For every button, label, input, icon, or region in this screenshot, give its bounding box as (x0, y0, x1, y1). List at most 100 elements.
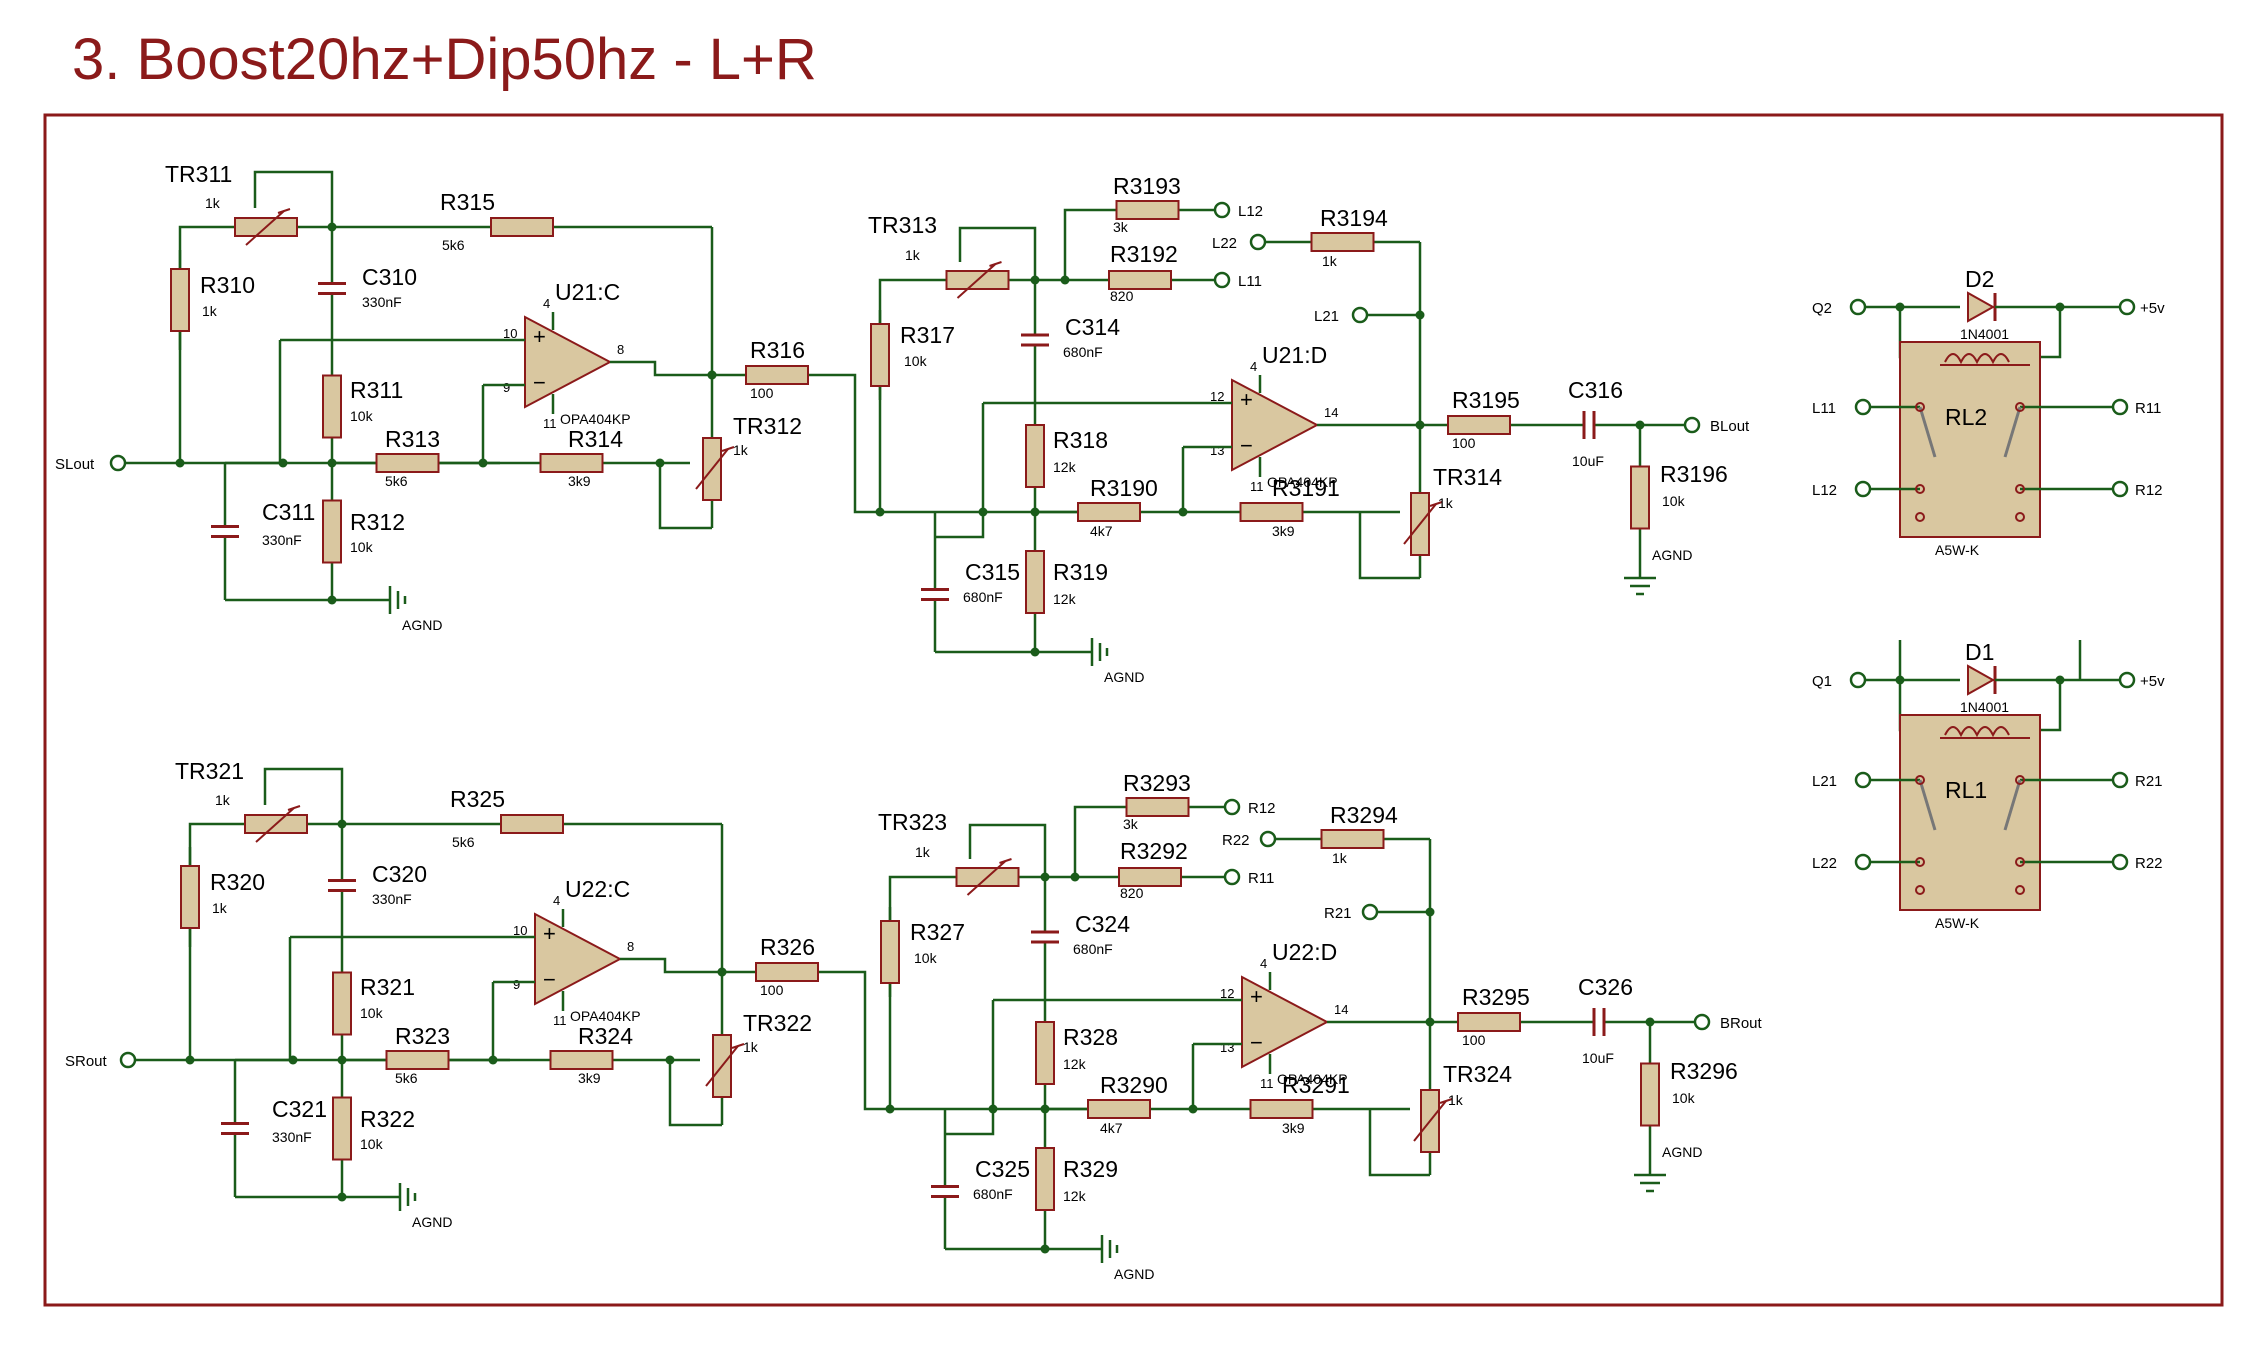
pin-number: 4 (1260, 956, 1267, 971)
r6-label: R312 (350, 509, 405, 535)
pin-number: 13 (1210, 443, 1224, 458)
r14-label: R329 (1063, 1156, 1118, 1182)
terminal (1213, 201, 1231, 219)
opamp-type: OPA404KP (560, 411, 631, 427)
wire (852, 970, 890, 1111)
relay-name: RL2 (1945, 404, 1987, 430)
r12-value: 12k (1063, 1056, 1087, 1072)
relay-ctrl-label: Q1 (1812, 673, 1832, 690)
wire (620, 957, 722, 974)
opamp-minus: − (1250, 1030, 1263, 1055)
c5-label: C326 (1578, 974, 1633, 1000)
pin-number: 10 (513, 923, 527, 938)
relay-switch-arm (1918, 406, 1937, 458)
relay-type: A5W-K (1935, 542, 1980, 558)
resistor (539, 453, 604, 473)
resistor (755, 962, 819, 982)
resistor (170, 268, 190, 332)
opamp-plus: + (533, 324, 546, 349)
c4-label: C315 (965, 559, 1020, 585)
opamp-body (1241, 975, 1330, 1069)
r15-label: R3291 (1282, 1072, 1350, 1098)
wire (610, 360, 712, 377)
resistor (1630, 465, 1650, 530)
trimmer-arrow-tick (731, 1043, 745, 1049)
c1-label: C320 (372, 861, 427, 887)
trimmer-arrow-tick (1429, 501, 1443, 507)
pin-number: 11 (1260, 1076, 1274, 1091)
l3-label: L21 (1314, 308, 1339, 325)
relay-left-0: L11 (1812, 400, 1836, 417)
resistor (1457, 1012, 1521, 1032)
trimmer-arrow-tick (721, 446, 735, 452)
r2-label: R325 (450, 786, 505, 812)
wire (178, 225, 200, 463)
pin-number: 9 (503, 380, 510, 395)
terminal (1223, 868, 1241, 886)
r8-label: R317 (900, 322, 955, 348)
resistor (880, 920, 900, 984)
wire (1358, 512, 1420, 580)
terminal (119, 1051, 137, 1069)
r6-value: 10k (360, 1136, 384, 1152)
relay-right-0: R11 (2135, 400, 2161, 417)
r2-value: 5k6 (452, 834, 475, 850)
relay-left-0: L21 (1812, 773, 1837, 790)
tr3-value: 1k (915, 844, 931, 860)
c3-value: 680nF (1063, 344, 1103, 360)
l3-label: R21 (1324, 905, 1352, 922)
r3-label: R321 (360, 974, 415, 1000)
tr2-value: 1k (733, 442, 749, 458)
pin-number: 12 (1220, 986, 1234, 1001)
terminal (2111, 853, 2129, 871)
junction-dot (717, 967, 727, 977)
resistor (1125, 797, 1190, 817)
terminal (109, 454, 127, 472)
relay-right-0: R21 (2135, 773, 2163, 790)
c1-value: 330nF (362, 294, 402, 310)
c4-label: C325 (975, 1156, 1030, 1182)
r3-label: R311 (350, 377, 403, 403)
r15-label: R3191 (1272, 475, 1340, 501)
r2-value: 5k6 (442, 237, 465, 253)
l1-label: R11 (1248, 870, 1274, 887)
resistor (1320, 829, 1385, 849)
r13-value: 4k7 (1100, 1120, 1123, 1136)
r11-label: R3194 (1320, 205, 1388, 231)
trimmer-arrow (705, 1045, 739, 1087)
wire (945, 1109, 995, 1136)
pin-number: 4 (543, 296, 550, 311)
l4-label: L22 (1212, 235, 1237, 252)
pin-number: 14 (1324, 405, 1338, 420)
relay-contact (1915, 857, 1925, 867)
r1-label: R320 (210, 869, 265, 895)
trimmer-arrow-tick (277, 208, 291, 214)
relay-contact (1915, 512, 1925, 522)
r17-value: 10k (1672, 1090, 1696, 1106)
r7-value: 100 (760, 982, 784, 998)
relay-switch-arm (1918, 779, 1937, 831)
opamp-plus: + (543, 921, 556, 946)
wire (878, 278, 920, 512)
r5-value: 3k9 (568, 473, 591, 489)
wire (958, 226, 1037, 280)
relay-contact (1915, 775, 1925, 785)
c5-label: C316 (1568, 377, 1623, 403)
terminal (1213, 271, 1231, 289)
terminal (1854, 480, 1872, 498)
input-label: SRout (65, 1053, 108, 1070)
wire (253, 170, 334, 227)
resistor (549, 1050, 614, 1070)
agnd-label: AGND (1652, 547, 1692, 563)
relay-ctrl-label: Q2 (1812, 300, 1832, 317)
c3-label: C314 (1065, 314, 1120, 340)
resistor (180, 865, 200, 929)
r16-label: R3295 (1462, 984, 1530, 1010)
terminal (1849, 671, 1867, 689)
resistor (1077, 502, 1141, 522)
resistor (1025, 550, 1045, 614)
pin-number: 11 (543, 416, 557, 431)
diode-body (1967, 664, 1996, 696)
resistor (745, 365, 809, 385)
